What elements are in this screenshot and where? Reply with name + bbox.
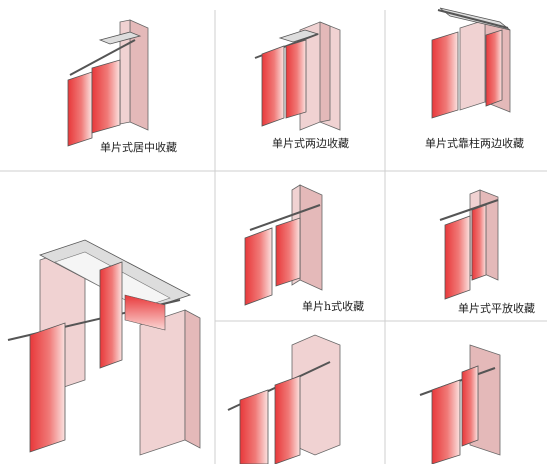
diagram-column-both-sides-storage bbox=[431, 7, 511, 119]
caption-center-storage: 单片式居中收藏 bbox=[100, 141, 177, 154]
caption-flat-storage: 单片式平放收藏 bbox=[458, 302, 535, 315]
diagram-center-storage bbox=[67, 19, 149, 147]
caption-column-both-sides-storage: 单片式靠柱两边收藏 bbox=[425, 137, 524, 150]
diagram-u-shaped-storage bbox=[7, 239, 201, 456]
caption-h-style-storage: 单片h式收藏 bbox=[302, 300, 365, 313]
diagram-bottom-middle bbox=[227, 334, 341, 464]
diagram-h-style-storage bbox=[244, 184, 323, 306]
caption-both-sides-storage: 单片式两边收藏 bbox=[272, 137, 349, 150]
grid-lines bbox=[0, 10, 547, 464]
diagram-bottom-right bbox=[419, 344, 501, 464]
diagram-flat-storage bbox=[439, 189, 499, 300]
diagram-both-sides-storage bbox=[254, 21, 341, 131]
